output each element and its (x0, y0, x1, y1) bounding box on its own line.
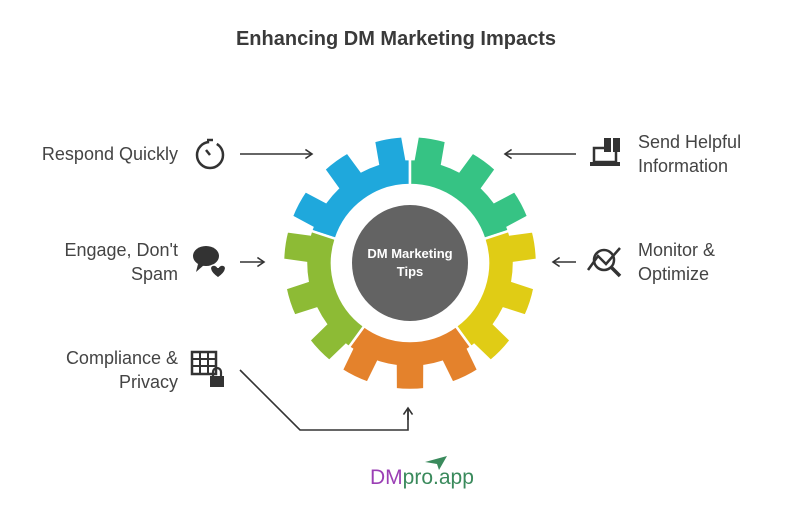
stopwatch-icon (195, 138, 225, 170)
table-lock-icon (190, 350, 224, 387)
analytics-search-icon (586, 247, 622, 278)
laptop-gift-icon (590, 138, 620, 166)
arrow-send-info-head (503, 148, 513, 160)
arrow-compliance (239, 369, 409, 431)
center-circle (352, 205, 468, 321)
arrow-monitor-head (551, 256, 561, 268)
paper-plane-icon (425, 456, 447, 470)
arrow-respond-head (304, 148, 314, 160)
diagram-title: Enhancing DM Marketing Impacts (235, 28, 557, 50)
label-respond-quickly: Respond Quickly (41, 144, 178, 164)
label-monitor-optimize: Monitor &Optimize (638, 240, 716, 284)
label-compliance-privacy: Compliance &Privacy (65, 348, 178, 392)
center-label-line2: Tips (397, 264, 424, 279)
chat-heart-icon (193, 246, 227, 279)
dmpro-logo: DMpro.app (370, 466, 474, 489)
arrow-compliance-tip-head (402, 406, 414, 416)
arrow-engage-head (256, 256, 266, 268)
center-label-line1: DM Marketing (367, 246, 452, 261)
